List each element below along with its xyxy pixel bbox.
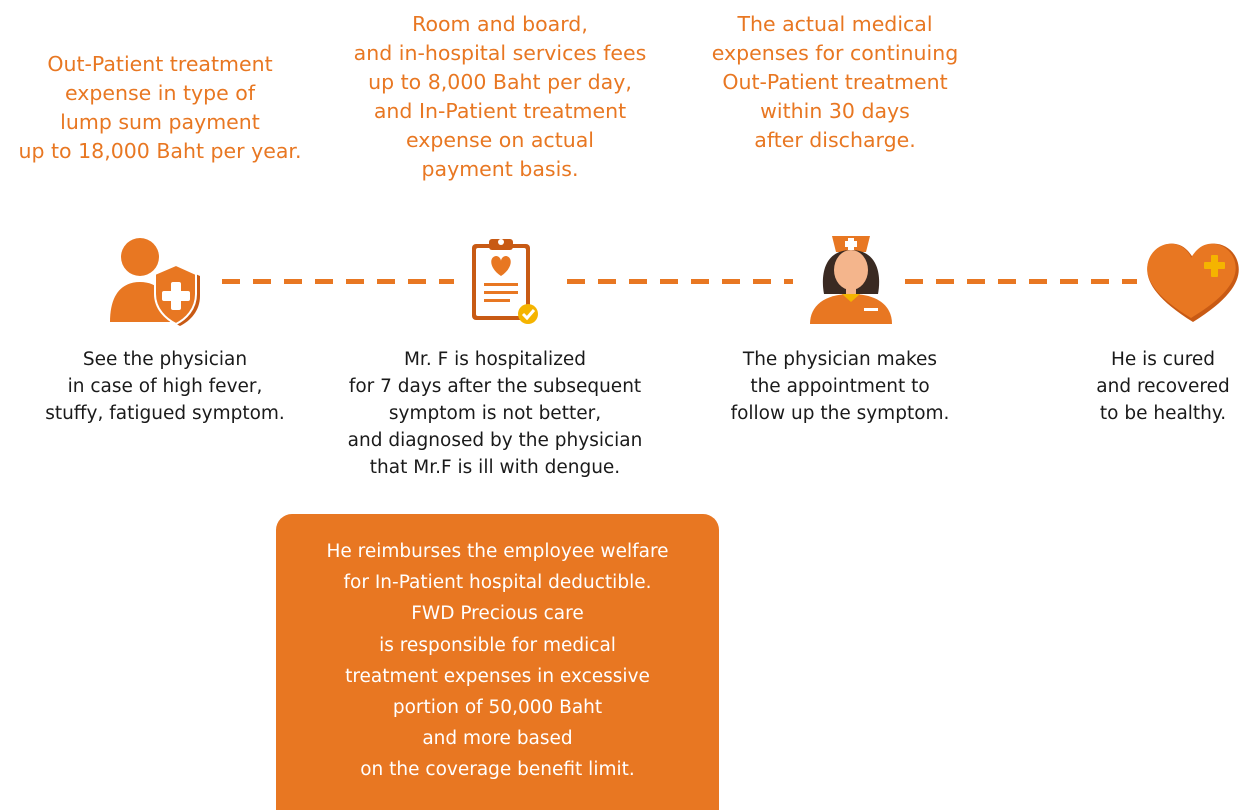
timeline-connector-2 xyxy=(567,279,793,284)
benefit-text-outpatient: Out-Patient treatment expense in type of… xyxy=(18,52,302,163)
clipboard-heart-icon xyxy=(472,239,538,324)
timeline-connector-1 xyxy=(222,279,454,284)
reimbursement-callout: He reimburses the employee welfare for I… xyxy=(276,514,719,810)
benefit-text-inpatient: Room and board, and in-hospital services… xyxy=(353,12,647,181)
event-text-see-physician: See the physician in case of high fever,… xyxy=(45,349,285,424)
event-text-hospitalized: Mr. F is hospitalized for 7 days after t… xyxy=(347,349,643,478)
timeline-connector-3 xyxy=(905,279,1137,284)
callout-text: He reimburses the employee welfare for I… xyxy=(326,541,669,781)
benefit-text-followup: The actual medical expenses for continui… xyxy=(711,12,959,152)
nurse-icon xyxy=(810,236,892,324)
event-text-cured: He is cured and recovered to be healthy. xyxy=(1096,349,1230,424)
event-text-follow-up: The physician makes the appointment to f… xyxy=(730,349,950,424)
person-shield-icon xyxy=(110,238,200,326)
heart-plus-icon xyxy=(1147,243,1239,322)
